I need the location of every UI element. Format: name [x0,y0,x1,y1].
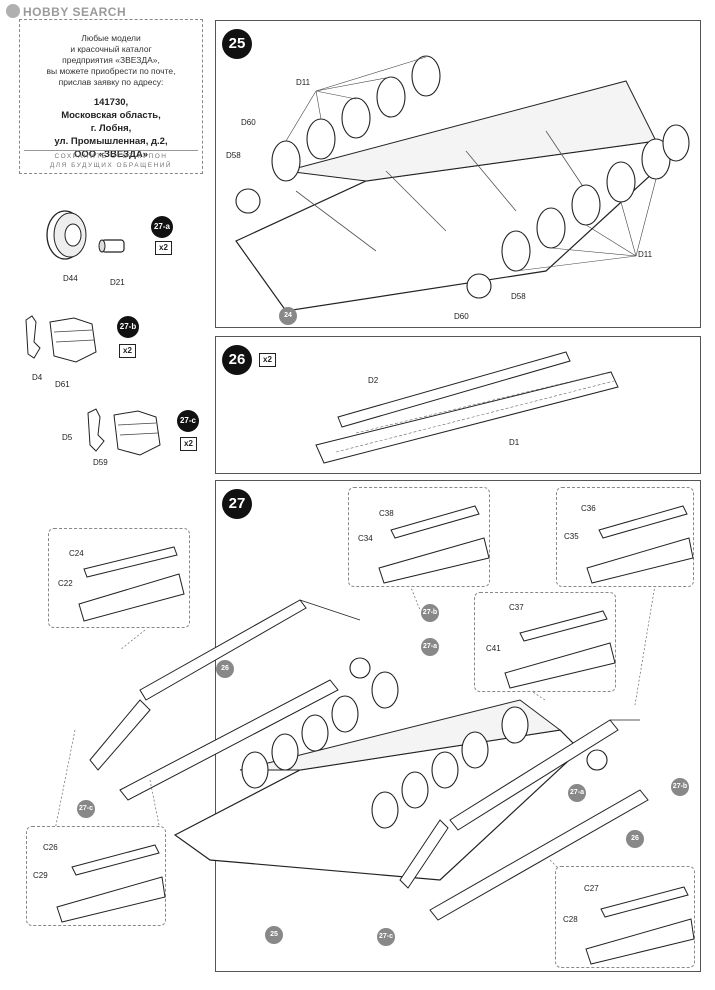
mail-order-coupon: Любые модели и красочный каталог предпри… [19,19,203,174]
callout-c36-c35: C36 C35 [556,487,694,587]
step-number: 26 [222,345,252,375]
coupon-line: предприятия «ЗВЕЗДА», [62,55,160,65]
step-reference-badge: 25 [265,926,283,944]
callout-c24-c22: C24 C22 [48,528,190,628]
step-reference-badge: 24 [279,307,297,325]
coupon-address-line: г. Лобня, [90,123,132,134]
part-label-d59: D59 [93,458,108,467]
step-25-panel: 25 D11 D60 D58 D11 D58 D60 24 [215,20,701,328]
substep-badge: 27-c [177,410,199,432]
track-detail-drawing [585,886,695,965]
callout-c26-c29: C26 C29 [26,826,166,926]
part-label-c41: C41 [486,644,501,653]
quantity-badge: x2 [259,353,276,367]
part-label-c34: C34 [358,534,373,543]
watermark: HOBBY SEARCH [6,4,126,19]
step-26-panel: 26 x2 D2 D1 [215,336,701,474]
track-detail-drawing [378,505,490,584]
quantity-badge: x2 [119,344,136,358]
part-label-c36: C36 [581,504,596,513]
part-label-c28: C28 [563,915,578,924]
track-detail-drawing [504,610,616,689]
quantity-badge: x2 [180,437,197,451]
track-link-drawing [25,315,97,363]
track-link-drawing [87,408,161,456]
substep-reference-badge: 27-b [671,778,689,796]
track-run-drawing [315,351,619,464]
coupon-address-line: 141730, [93,97,129,108]
coupon-line: вы можете приобрести по почте, [46,66,176,76]
part-label-c26: C26 [43,843,58,852]
coupon-line: и красочный каталог [70,44,152,54]
part-label-c22: C22 [58,579,73,588]
track-detail-drawing [586,505,694,584]
part-label-c24: C24 [69,549,84,558]
coupon-address-line: ул. Промышленная, д.2, [54,136,168,147]
coupon-separator [24,150,198,151]
step-reference-badge: 26 [626,830,644,848]
part-label-c38: C38 [379,509,394,518]
coupon-line: Любые модели [81,33,141,43]
watermark-logo-icon [6,4,20,18]
step-number: 27 [222,489,252,519]
part-label-d61: D61 [55,380,70,389]
hull-wheels-drawing [235,55,690,312]
callout-c37-c41: C37 C41 [474,592,616,692]
part-label-d5: D5 [62,433,73,442]
coupon-footer: СОХРАНИТЕ ЭТОТ КУПОН ДЛЯ БУДУЩИХ ОБРАЩЕН… [49,153,173,169]
substep-reference-badge: 27-b [421,604,439,622]
substep-reference-badge: 27-c [377,928,395,946]
part-label-d58: D58 [511,292,526,301]
step-reference-badge: 26 [216,660,234,678]
track-detail-drawing [56,844,166,923]
part-label-d44: D44 [63,274,78,283]
part-label-d1: D1 [509,438,520,447]
part-label-c27: C27 [584,884,599,893]
coupon-address-line: Московская область, [61,110,161,121]
part-label-c35: C35 [564,532,579,541]
track-detail-drawing [78,546,185,622]
coupon-address-line: ООО «ЗВЕЗДА» [73,149,149,160]
part-label-c29: C29 [33,871,48,880]
coupon-line: прислав заявку по адресу: [58,77,164,87]
part-label-d11: D11 [638,250,653,259]
substep-reference-badge: 27-a [421,638,439,656]
step-number: 25 [222,29,252,59]
part-label-d58: D58 [226,151,241,160]
substep-badge: 27-a [151,216,173,238]
part-label-d60: D60 [454,312,469,321]
sprocket-hub-drawing [46,210,125,260]
part-label-d21: D21 [110,278,125,287]
part-label-d11: D11 [296,78,311,87]
part-label-c37: C37 [509,603,524,612]
callout-c27-c28: C27 C28 [555,866,695,968]
substep-reference-badge: 27-c [77,800,95,818]
substep-reference-badge: 27-a [568,784,586,802]
part-label-d4: D4 [32,373,43,382]
part-label-d2: D2 [368,376,379,385]
substep-badge: 27-b [117,316,139,338]
quantity-badge: x2 [155,241,172,255]
callout-c38-c34: C38 C34 [348,487,490,587]
part-label-d60: D60 [241,118,256,127]
